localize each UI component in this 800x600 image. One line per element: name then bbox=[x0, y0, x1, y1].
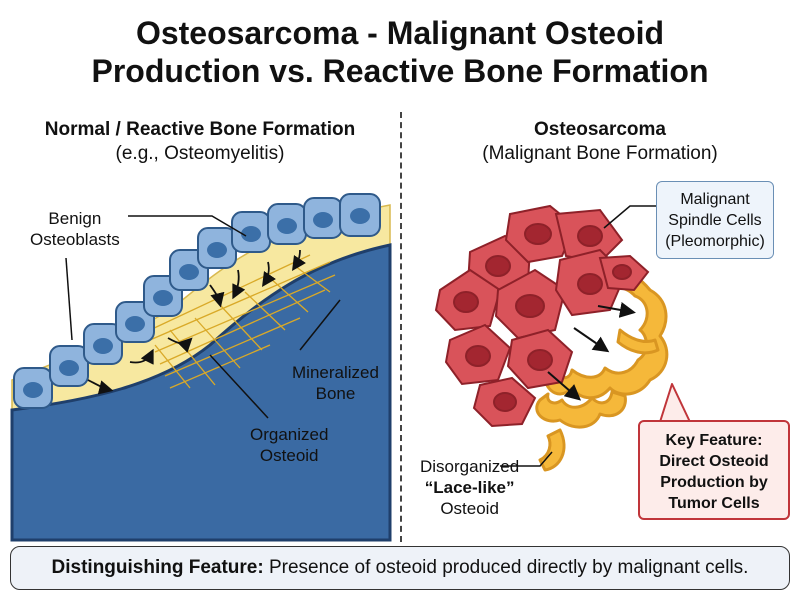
osteoblast-cell bbox=[49, 345, 89, 387]
osteoid-production-arrows bbox=[547, 302, 636, 401]
left-heading-title: Normal / Reactive Bone Formation bbox=[44, 119, 356, 140]
osteoid-label-line-1: Organized bbox=[250, 425, 329, 444]
osteoblasts-label-line-1: Benign bbox=[48, 209, 102, 228]
osteoblasts-leader-line bbox=[128, 215, 247, 237]
key-feature-box: Key Feature: Direct Osteoid Production b… bbox=[638, 420, 790, 520]
lace-label-line-2: “Lace-like” bbox=[424, 478, 515, 497]
osteoblasts-label: Benign Osteoblasts bbox=[30, 208, 120, 250]
distinguishing-feature-banner: Distinguishing Feature: Presence of oste… bbox=[10, 546, 790, 590]
lace-label-line-1: Disorganized bbox=[420, 457, 520, 476]
osteoblast-cell bbox=[267, 203, 307, 245]
left-panel-heading: Normal / Reactive Bone Formation (e.g., … bbox=[0, 118, 400, 166]
osteoblasts-label-line-2: Osteoblasts bbox=[30, 230, 120, 249]
bone-section bbox=[10, 193, 392, 542]
tumor-section bbox=[434, 204, 691, 472]
callout-line-3: (Pleomorphic) bbox=[665, 233, 765, 250]
callout-line-2: Spindle Cells bbox=[668, 212, 762, 229]
key-feature-pointer bbox=[659, 383, 691, 423]
osteoblast-cell bbox=[197, 227, 237, 269]
callout-leader-line bbox=[603, 205, 656, 229]
osteoblast-cell bbox=[115, 301, 155, 343]
bone-label-line-1: Mineralized bbox=[292, 363, 379, 382]
key-feature-line-2: Direct Osteoid bbox=[659, 453, 769, 470]
mineralized-bone-label: Mineralized Bone bbox=[292, 362, 379, 404]
panel-divider bbox=[400, 112, 402, 542]
osteoblasts-leader-line-2 bbox=[65, 257, 73, 341]
banner-text: Presence of osteoid produced directly by… bbox=[263, 557, 749, 578]
bone-leader-line bbox=[299, 299, 341, 351]
osteoblast-cell bbox=[231, 211, 271, 253]
osteoblast-cell bbox=[83, 323, 123, 365]
organized-osteoid-label: Organized Osteoid bbox=[250, 424, 328, 466]
right-heading-subtitle: (Malignant Bone Formation) bbox=[482, 143, 718, 164]
lace-osteoid-label: Disorganized “Lace-like” Osteoid bbox=[420, 456, 519, 519]
osteoblast-cell bbox=[339, 193, 381, 237]
key-feature-line-3: Production by bbox=[660, 474, 768, 491]
bone-label-line-2: Bone bbox=[315, 384, 356, 403]
osteoid-deposition-arrows bbox=[87, 249, 306, 395]
tumor-cell bbox=[494, 268, 567, 340]
tumor-cell bbox=[434, 268, 502, 332]
lace-osteoid-leader-line bbox=[500, 451, 553, 467]
right-heading-title: Osteosarcoma bbox=[533, 119, 666, 140]
key-feature-line-1: Key Feature: bbox=[665, 432, 763, 449]
title-line-2: Production vs. Reactive Bone Formation bbox=[91, 53, 709, 89]
osteoblast-cell bbox=[13, 367, 53, 409]
lace-label-line-3: Osteoid bbox=[440, 499, 499, 518]
key-feature-line-4: Tumor Cells bbox=[668, 495, 760, 512]
left-heading-subtitle: (e.g., Osteomyelitis) bbox=[115, 143, 285, 164]
osteoblast-row bbox=[13, 193, 381, 409]
right-panel-heading: Osteosarcoma (Malignant Bone Formation) bbox=[400, 118, 800, 166]
tumor-cell bbox=[554, 208, 624, 264]
osteoid-label-line-2: Osteoid bbox=[259, 446, 319, 465]
osteoid-leader-line bbox=[209, 354, 269, 419]
tumor-cell bbox=[598, 254, 650, 292]
callout-line-1: Malignant bbox=[680, 191, 750, 208]
malignant-spindle-cells bbox=[434, 204, 650, 428]
tumor-cell bbox=[444, 323, 512, 386]
banner-strong-text: Distinguishing Feature: bbox=[51, 557, 264, 578]
title-line-1: Osteosarcoma - Malignant Osteoid bbox=[135, 15, 665, 51]
tumor-cell bbox=[506, 328, 574, 390]
malignant-cells-callout: Malignant Spindle Cells (Pleomorphic) bbox=[656, 181, 774, 259]
page-title: Osteosarcoma - Malignant Osteoid Product… bbox=[0, 14, 800, 90]
osteoblast-cell bbox=[303, 197, 343, 239]
tumor-cell bbox=[472, 376, 537, 428]
